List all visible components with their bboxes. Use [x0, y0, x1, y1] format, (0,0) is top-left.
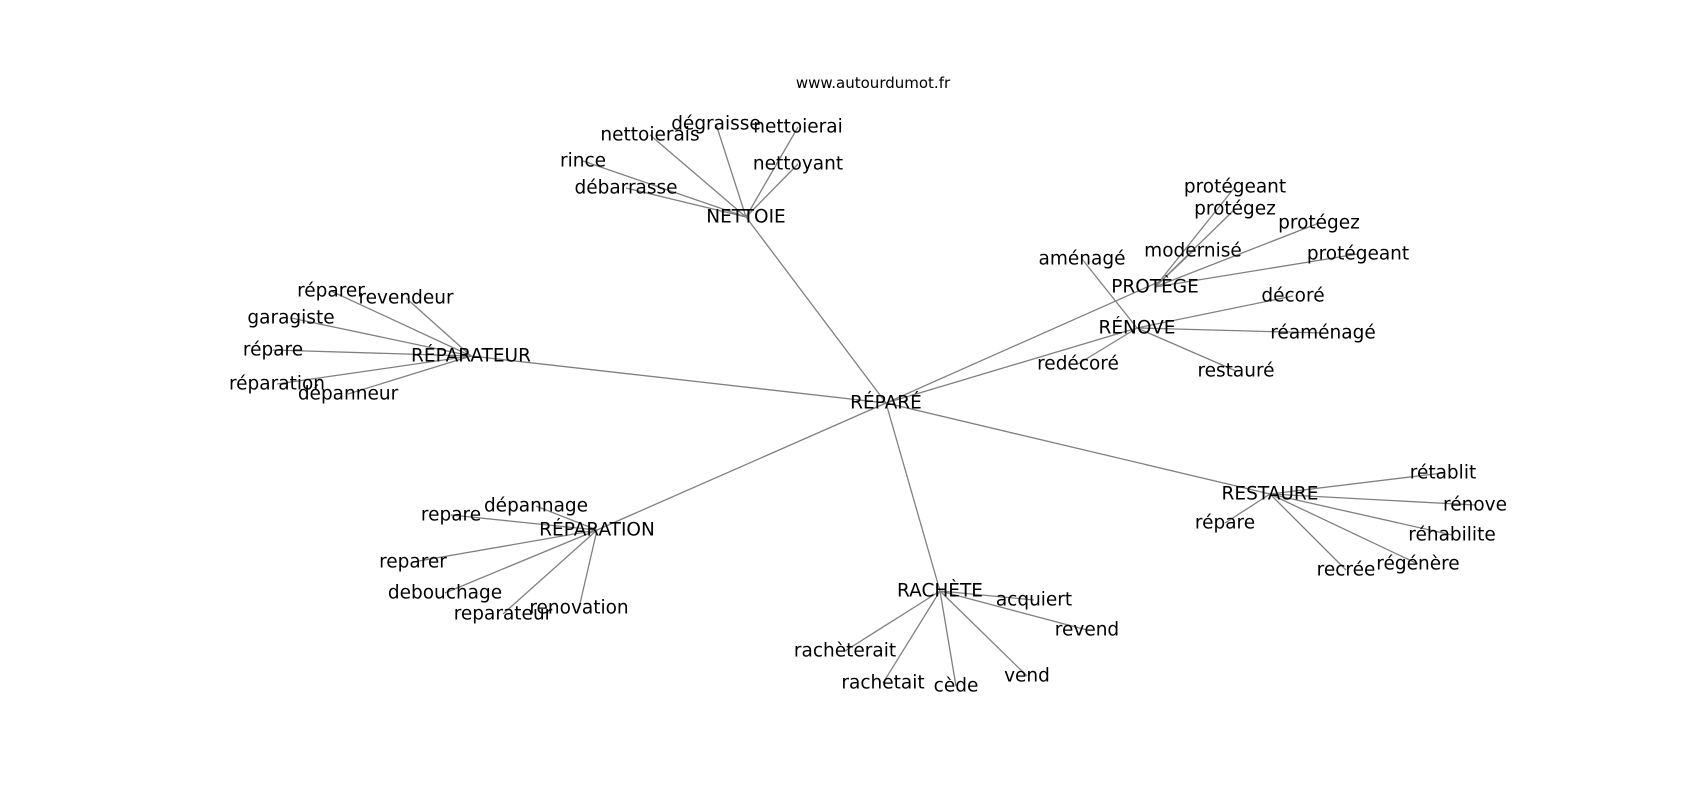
word-node-renove: rénove	[1443, 495, 1507, 516]
word-node-cede: cède	[934, 676, 979, 697]
edge-reparateur-revendeur	[405, 297, 472, 357]
word-node-revendeur: revendeur	[358, 288, 453, 309]
word-node-repare: répare	[1195, 513, 1255, 534]
edge-center-reparation	[596, 402, 887, 531]
edge-restaure-regenere	[1269, 493, 1419, 565]
edge-center-protege	[885, 279, 1164, 404]
edge-reparation-renovation	[578, 529, 598, 609]
word-node-decore: décoré	[1261, 286, 1324, 307]
edge-rachete-acquiert	[939, 590, 1035, 601]
word-node-repare: repare	[421, 505, 481, 526]
edge-reparation-reparer	[412, 529, 598, 563]
word-node-debouchage: debouchage	[388, 583, 502, 604]
word-node-modernise: modernisé	[1144, 241, 1242, 262]
edge-center-reparateur	[470, 355, 887, 404]
edge-reparateur-repare	[272, 349, 472, 357]
edge-nettoie-debarrasse	[625, 187, 747, 218]
edge-protege-protegeant	[1154, 186, 1236, 288]
center-node: RÉPARÉ	[850, 392, 922, 414]
edge-restaure-repare	[1224, 493, 1271, 524]
hub-node-restaure: RESTAURE	[1222, 484, 1319, 505]
edge-protege-protegeant	[1154, 253, 1359, 288]
edges	[272, 123, 1476, 687]
edge-reparation-depannage	[535, 505, 598, 531]
hub-node-nettoie: NETTOIE	[706, 207, 786, 228]
word-node-rachetait: rachetait	[841, 673, 924, 694]
word-node-reamenage: réaménagé	[1270, 323, 1376, 344]
edge-restaure-recree	[1269, 493, 1347, 571]
word-node-reparer: réparer	[297, 281, 365, 302]
edge-reparation-reparateur	[502, 529, 598, 615]
word-node-protegez: protégez	[1278, 213, 1360, 234]
edge-center-nettoie	[745, 216, 887, 404]
word-node-garagiste: garagiste	[247, 308, 334, 329]
word-node-depannage: dépannage	[484, 496, 588, 517]
edge-reparateur-reparer	[330, 290, 472, 357]
word-node-protegeant: protégeant	[1184, 177, 1286, 198]
edge-nettoie-nettoierais	[649, 134, 747, 218]
hub-node-protege: PROTÈGE	[1111, 276, 1199, 298]
word-node-rehabilite: réhabilite	[1408, 525, 1495, 546]
edge-nettoie-nettoyant	[745, 163, 799, 218]
edge-protege-protegez	[1154, 222, 1320, 288]
edge-renove-decore	[1136, 295, 1294, 329]
word-node-nettoierai: nettoierai	[753, 117, 843, 138]
word-node-vend: vend	[1004, 666, 1050, 687]
word-node-reparateur: reparateur	[454, 604, 553, 625]
hub-node-reparation: RÉPARATION	[539, 519, 655, 541]
edge-renove-reamenage	[1136, 327, 1324, 334]
word-node-debarrasse: débarrasse	[574, 178, 677, 199]
edge-nettoie-rince	[582, 160, 747, 218]
edge-reparation-repare	[450, 514, 598, 531]
edge-nettoie-nettoierai	[745, 126, 799, 218]
edge-center-restaure	[885, 402, 1271, 495]
word-node-redecore: redécoré	[1037, 354, 1119, 375]
word-node-amenage: aménagé	[1039, 249, 1126, 270]
word-node-revend: revend	[1055, 620, 1119, 641]
edge-renove-redecore	[1077, 327, 1138, 365]
edge-restaure-retablit	[1269, 472, 1444, 495]
word-node-protegez: protégez	[1194, 199, 1276, 220]
edge-reparateur-depanneur	[347, 355, 472, 395]
word-node-renovation: renovation	[529, 598, 628, 619]
word-node-reparation: réparation	[229, 374, 325, 395]
word-node-acquiert: acquiert	[996, 590, 1072, 611]
edge-rachete-cede	[939, 590, 957, 687]
edge-restaure-rehabilite	[1269, 493, 1453, 536]
edge-center-rachete	[885, 402, 941, 592]
word-node-nettoierais: nettoierais	[600, 125, 699, 146]
edge-reparation-debouchage	[444, 529, 598, 594]
word-node-protegeant: protégeant	[1307, 244, 1409, 265]
edge-reparateur-reparation	[276, 355, 472, 385]
hub-node-rachete: RACHÈTE	[897, 580, 983, 602]
edge-rachete-revend	[939, 590, 1088, 631]
word-node-repare: répare	[243, 340, 303, 361]
edge-restaure-renove	[1269, 493, 1476, 506]
word-node-reparer: reparer	[379, 552, 447, 573]
word-node-degraisse: dégraisse	[671, 114, 761, 135]
hub-node-reparateur: RÉPARATEUR	[411, 345, 531, 367]
word-node-regenere: régénère	[1376, 554, 1459, 575]
word-node-nettoyant: nettoyant	[753, 154, 843, 175]
edge-reparateur-garagiste	[290, 317, 472, 357]
edge-rachete-racheterait	[844, 590, 941, 652]
edge-nettoie-degraisse	[715, 123, 747, 218]
edge-rachete-vend	[939, 590, 1028, 677]
word-node-retablit: rétablit	[1410, 463, 1476, 484]
edge-renove-restaure	[1136, 327, 1237, 372]
site-url: www.autourdumot.fr	[796, 74, 951, 92]
edge-center-renove	[885, 327, 1138, 404]
word-node-depanneur: dépanneur	[298, 384, 399, 405]
edge-rachete-rachetait	[882, 590, 941, 684]
edge-renove-amenage	[1081, 258, 1138, 329]
hub-node-renove: RÉNOVE	[1099, 317, 1176, 339]
word-node-restaure: restauré	[1197, 361, 1274, 382]
word-node-recree: recrée	[1317, 560, 1376, 581]
word-node-rince: rince	[560, 151, 606, 172]
edge-protege-modernise	[1154, 250, 1194, 288]
word-node-racheterait: rachèterait	[794, 641, 896, 662]
